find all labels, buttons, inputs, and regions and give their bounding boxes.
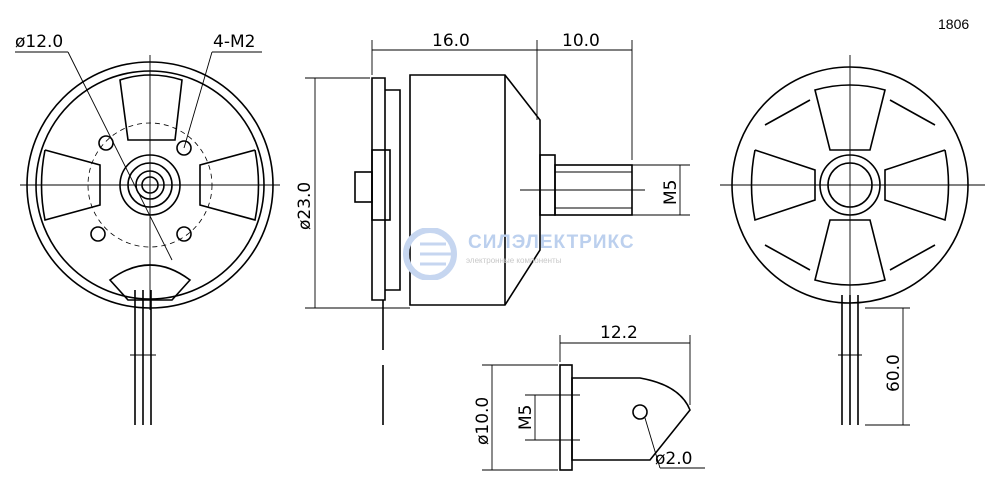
model-label: 1806	[938, 16, 970, 32]
adapter-thread-label: M5	[516, 405, 536, 430]
wire-length-label: 60.0	[884, 354, 904, 392]
body-diameter-label: ø23.0	[295, 182, 315, 230]
adapter-hole-label: ø2.0	[655, 449, 692, 469]
hub-diameter-label: ø12.0	[15, 32, 63, 52]
watermark-tagline: электронные компоненты	[466, 256, 562, 265]
prop-adapter-view: 12.2 ø10.0 M5 ø2.0	[473, 323, 705, 471]
adapter-length-label: 12.2	[600, 323, 638, 343]
adapter-diameter-label: ø10.0	[473, 397, 493, 445]
shaft-thread-label: M5	[661, 180, 681, 205]
watermark-brand: СИЛЭЛЕКТРИКС	[468, 232, 635, 253]
front-view: ø12.0 4-M2	[15, 32, 280, 425]
mount-holes-label: 4-M2	[213, 32, 255, 52]
watermark-logo-icon	[403, 228, 457, 280]
back-view: 60.0	[720, 55, 985, 426]
body-length-label: 16.0	[432, 31, 470, 51]
shaft-length-label: 10.0	[562, 31, 600, 51]
side-view: 16.0 10.0 ø23.0 M5	[295, 31, 690, 425]
